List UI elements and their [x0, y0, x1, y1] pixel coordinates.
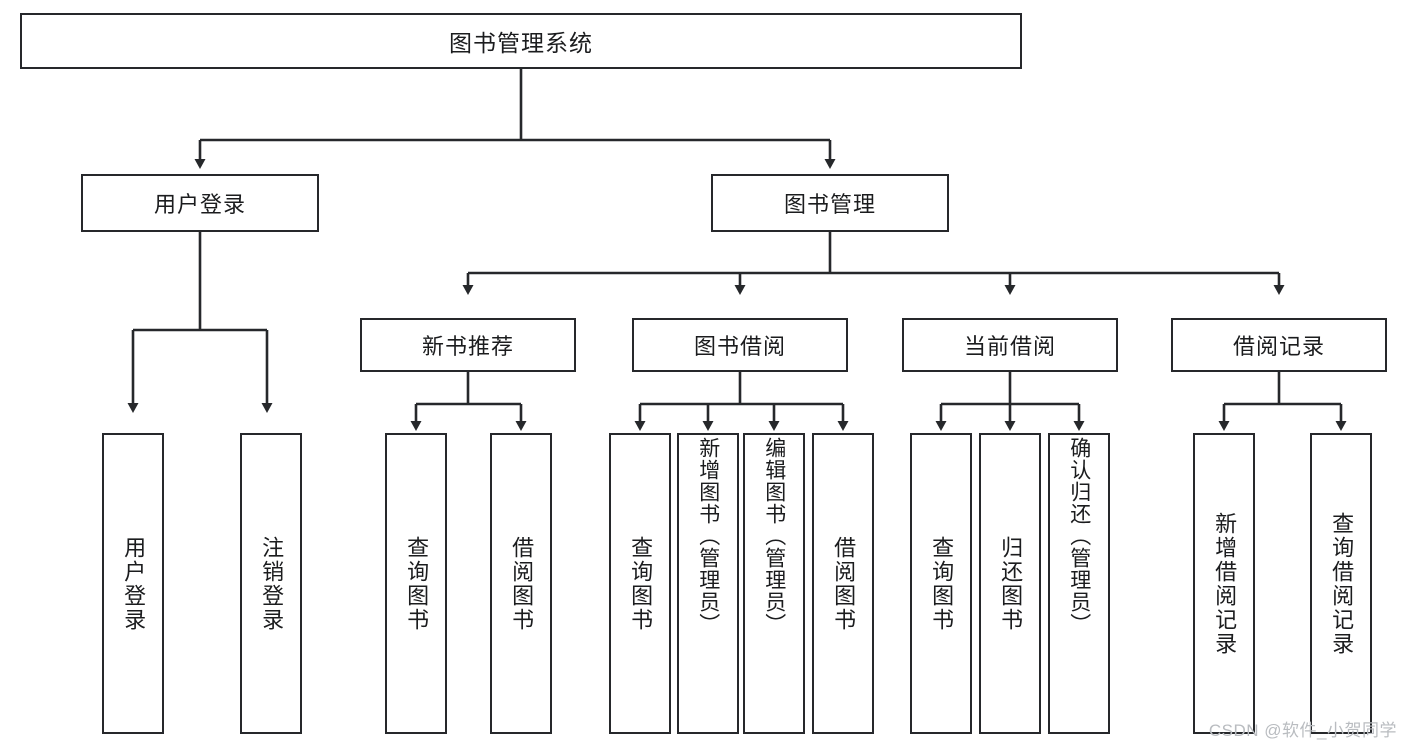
leaf-query-book-2-inner: 查询图书 [611, 435, 669, 732]
node-current-borrow[interactable]: 当前借阅 [902, 318, 1118, 372]
leaf-query-book-3-inner: 查询图书 [912, 435, 970, 732]
leaf-query-book-3-label: 查询图书 [929, 535, 955, 632]
node-borrow-record[interactable]: 借阅记录 [1171, 318, 1387, 372]
node-current-borrow-label: 当前借阅 [963, 334, 1056, 359]
node-new-book-recommend-label: 新书推荐 [421, 334, 514, 359]
leaf-query-book-1-label: 查询图书 [404, 535, 430, 632]
leaf-logout[interactable]: 注销登录 [240, 433, 302, 734]
leaf-edit-book-inner: 编辑图书（管理员） [745, 434, 803, 734]
leaf-query-book-1-inner: 查询图书 [387, 435, 445, 732]
leaf-query-book-1[interactable]: 查询图书 [385, 433, 447, 734]
leaf-query-record-inner: 查询借阅记录 [1312, 435, 1370, 732]
leaf-borrow-book-1-inner: 借阅图书 [492, 435, 550, 732]
node-book-manage[interactable]: 图书管理 [711, 174, 949, 232]
node-user-login[interactable]: 用户登录 [81, 174, 319, 232]
leaf-return-book-inner: 归还图书 [981, 435, 1039, 732]
leaf-logout-label: 注销登录 [259, 535, 285, 632]
leaf-return-book[interactable]: 归还图书 [979, 433, 1041, 734]
leaf-query-book-3[interactable]: 查询图书 [910, 433, 972, 734]
leaf-edit-book[interactable]: 编辑图书（管理员） [743, 433, 805, 734]
leaf-add-record-label: 新增借阅记录 [1212, 511, 1238, 656]
leaf-confirm-return[interactable]: 确认归还（管理员） [1048, 433, 1110, 734]
csdn-watermark: CSDN @软件_小贺同学 [1208, 721, 1397, 740]
leaf-confirm-return-label: 确认归还（管理员） [1067, 436, 1091, 635]
leaf-borrow-book-2-label: 借阅图书 [831, 535, 857, 632]
leaf-query-book-2-label: 查询图书 [628, 535, 654, 632]
leaf-user-login[interactable]: 用户登录 [102, 433, 164, 734]
leaf-add-book-inner: 新增图书（管理员） [679, 434, 737, 734]
leaf-query-record[interactable]: 查询借阅记录 [1310, 433, 1372, 734]
leaf-edit-book-label: 编辑图书（管理员） [762, 436, 786, 635]
leaf-add-record-inner: 新增借阅记录 [1195, 435, 1253, 732]
node-borrow-record-label: 借阅记录 [1232, 334, 1325, 359]
leaf-confirm-return-inner: 确认归还（管理员） [1050, 434, 1108, 734]
leaf-borrow-book-2[interactable]: 借阅图书 [812, 433, 874, 734]
leaf-add-book[interactable]: 新增图书（管理员） [677, 433, 739, 734]
node-book-borrow[interactable]: 图书借阅 [632, 318, 848, 372]
leaf-query-book-2[interactable]: 查询图书 [609, 433, 671, 734]
node-user-login-label: 用户登录 [153, 192, 246, 217]
leaf-query-record-label: 查询借阅记录 [1329, 511, 1355, 656]
node-new-book-recommend[interactable]: 新书推荐 [360, 318, 576, 372]
leaf-user-login-label: 用户登录 [121, 535, 147, 632]
leaf-borrow-book-2-inner: 借阅图书 [814, 435, 872, 732]
leaf-user-login-inner: 用户登录 [104, 435, 162, 732]
leaf-borrow-book-1-label: 借阅图书 [509, 535, 535, 632]
leaf-logout-inner: 注销登录 [242, 435, 300, 732]
node-root-label: 图书管理系统 [449, 30, 593, 56]
node-root[interactable]: 图书管理系统 [20, 13, 1022, 69]
leaf-add-book-label: 新增图书（管理员） [696, 436, 720, 635]
leaf-borrow-book-1[interactable]: 借阅图书 [490, 433, 552, 734]
leaf-return-book-label: 归还图书 [998, 535, 1024, 632]
node-book-borrow-label: 图书借阅 [693, 334, 786, 359]
node-book-manage-label: 图书管理 [783, 192, 876, 217]
leaf-add-record[interactable]: 新增借阅记录 [1193, 433, 1255, 734]
